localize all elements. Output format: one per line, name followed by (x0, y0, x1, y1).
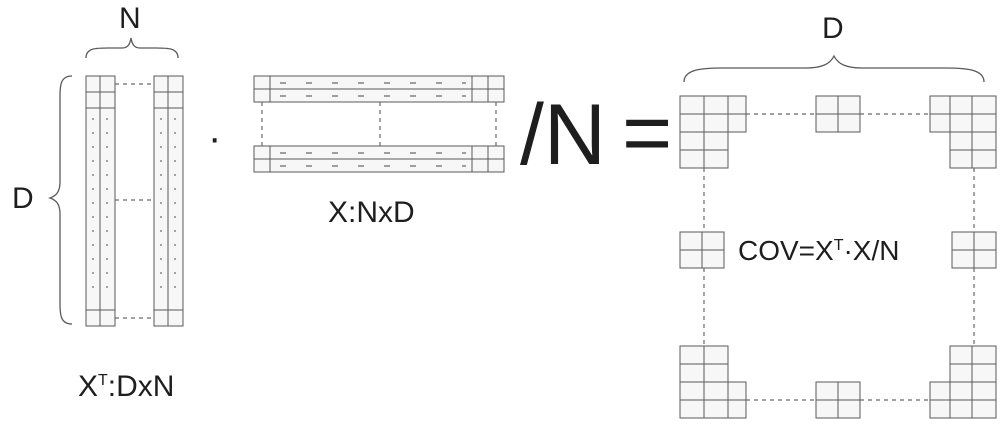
xt-right-column (154, 76, 183, 326)
brace-n-top (86, 38, 178, 58)
brace-d-left (50, 76, 72, 324)
label-xt-sup: T (98, 372, 108, 389)
cov-dashes (704, 114, 974, 400)
label-xt-rest: :DxN (107, 370, 175, 403)
cov-formula: COV=XT·X/N (738, 235, 899, 267)
brace-d-top (684, 56, 984, 82)
xt-left-column (86, 76, 115, 326)
equals-sign: = (622, 85, 673, 181)
x-top-row (254, 76, 504, 102)
dot-operator: · (208, 116, 222, 160)
cov-formula-sup: T (833, 237, 844, 254)
label-d-left: D (12, 182, 34, 215)
label-xt-shape: XT:DxN (78, 370, 174, 404)
label-d-top: D (822, 12, 844, 45)
cov-formula-pre: COV=X (738, 235, 834, 266)
cov-matrix (680, 96, 996, 418)
label-n-top: N (119, 2, 141, 35)
x-bottom-row (254, 146, 504, 172)
cov-formula-post: ·X/N (843, 235, 900, 266)
label-x-shape: X:NxD (328, 196, 415, 229)
x-dashes (262, 83, 496, 166)
xt-dashes (93, 84, 175, 318)
label-xt-main: X (78, 370, 99, 403)
divide-by-n: /N (520, 87, 606, 183)
